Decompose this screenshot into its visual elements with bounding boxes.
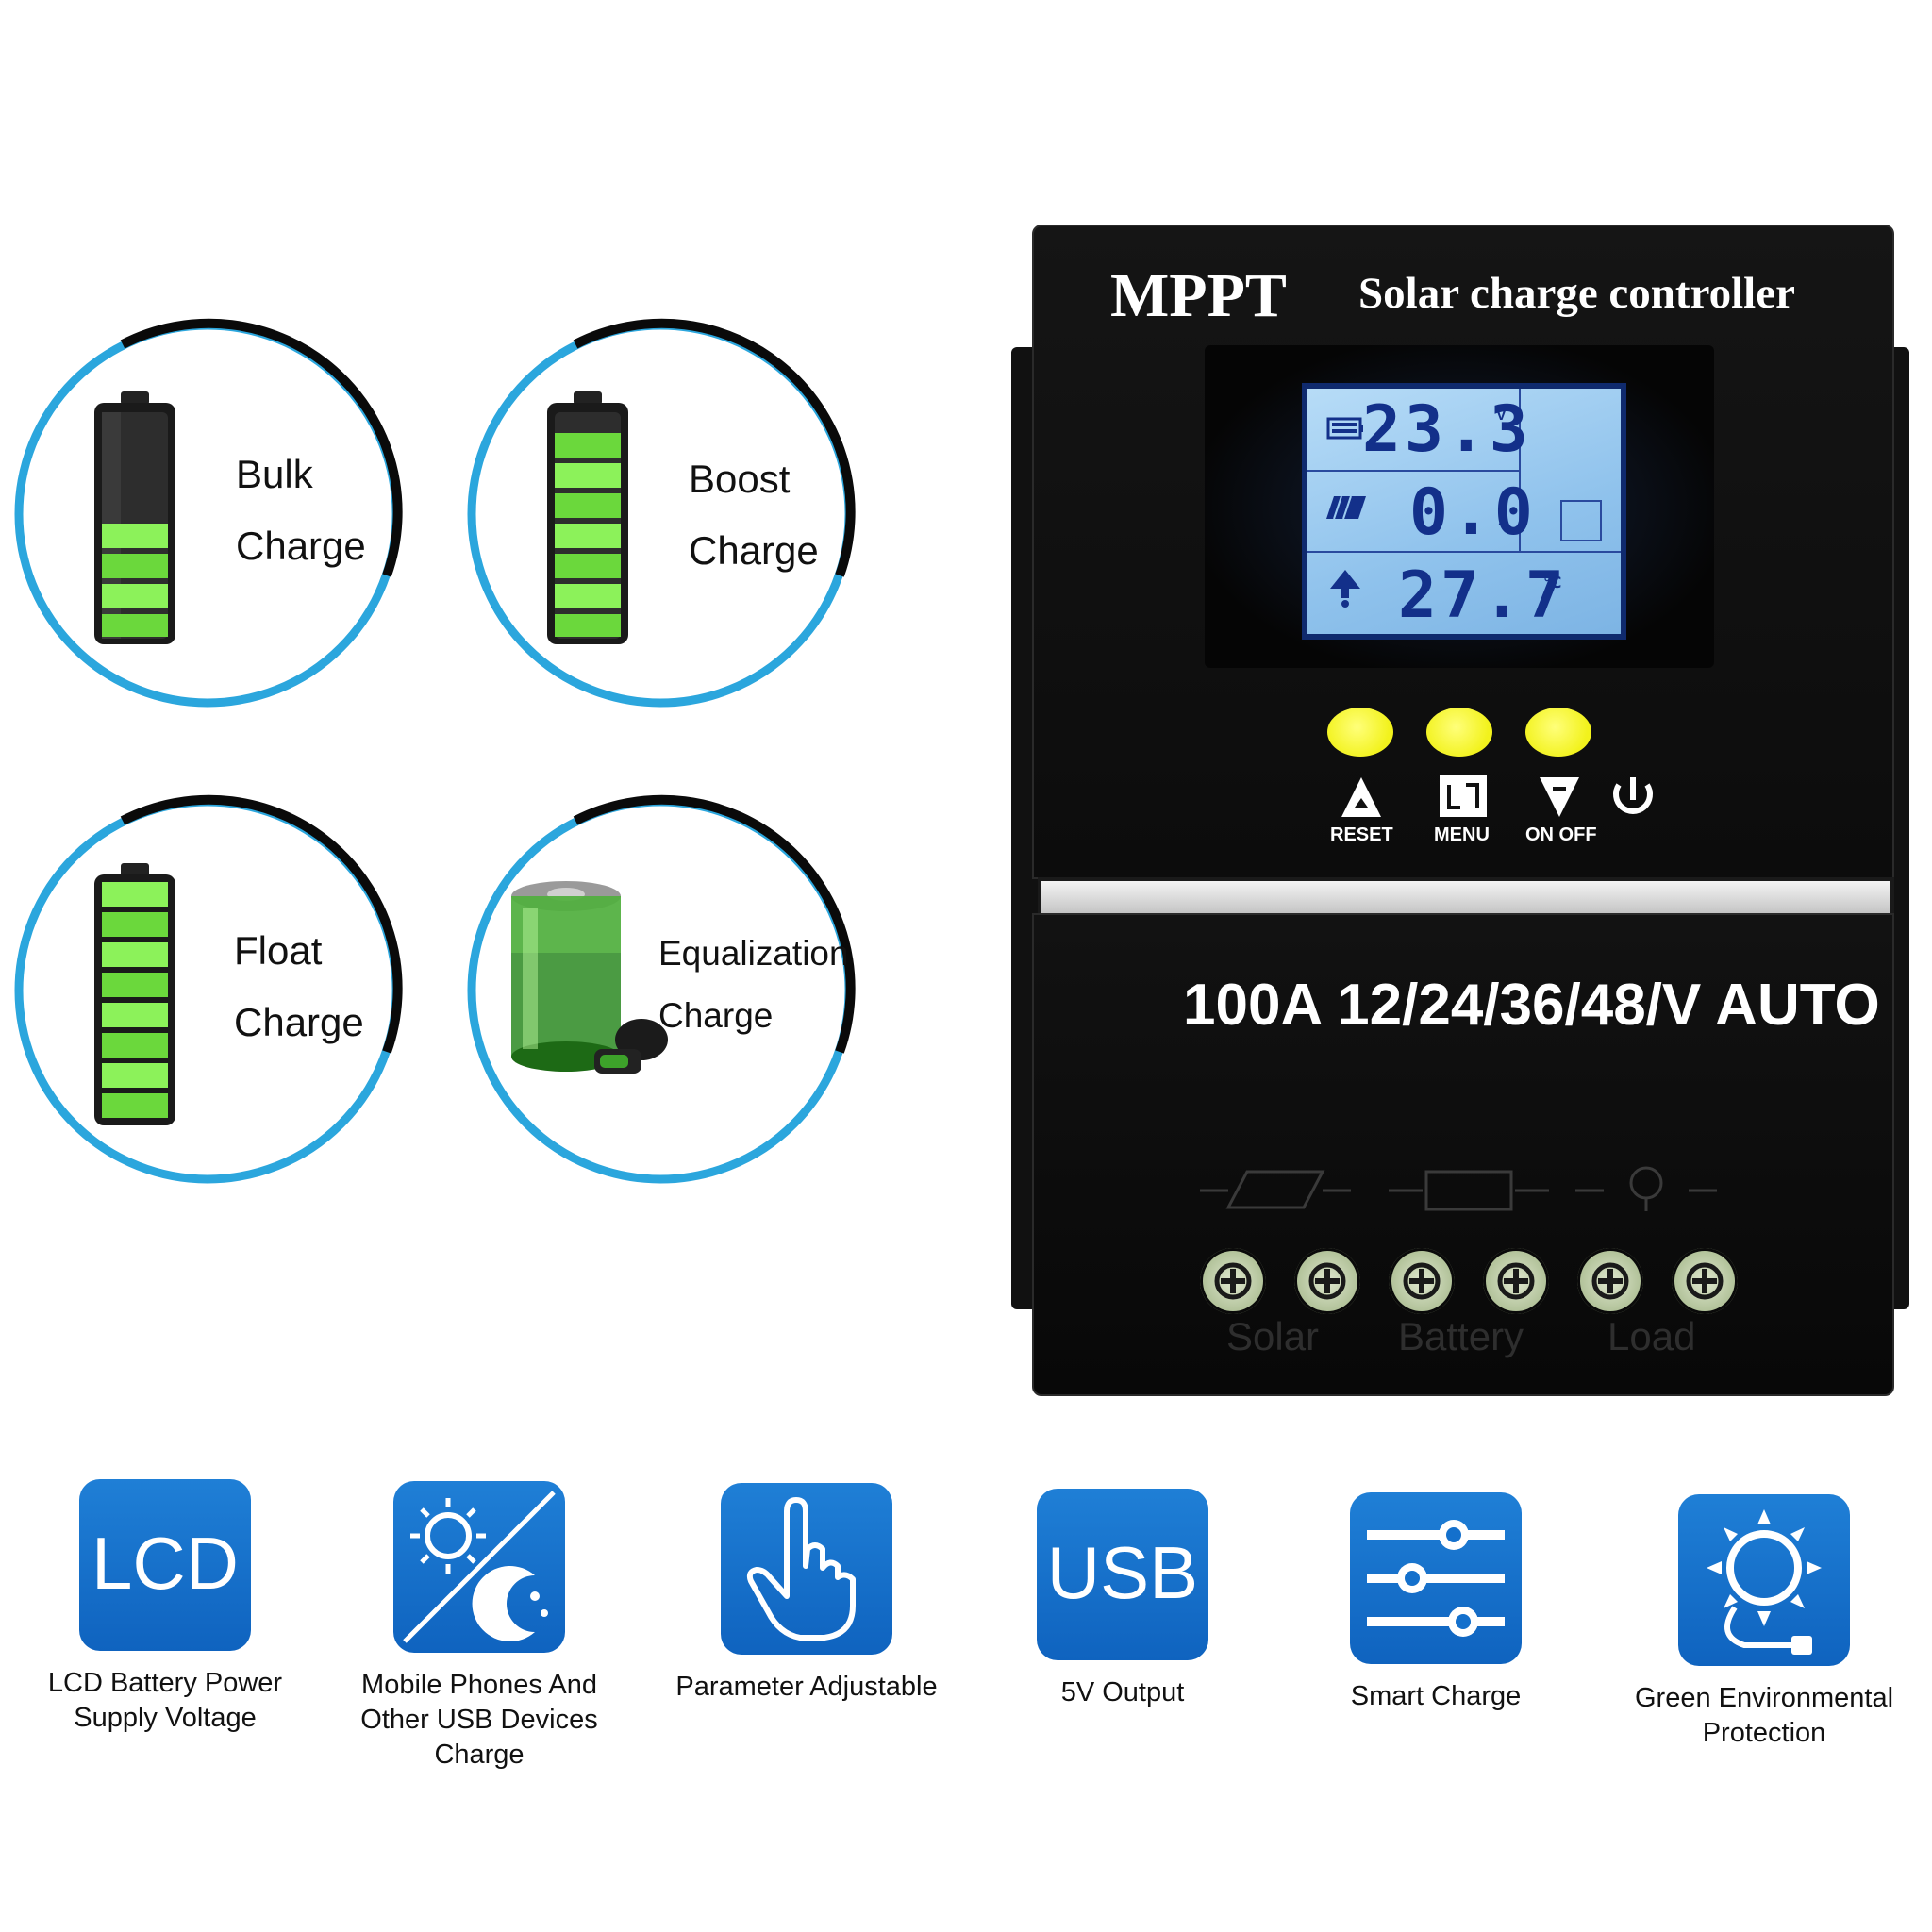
eco-sun-icon [1678, 1494, 1850, 1666]
reset-button[interactable] [1327, 708, 1393, 757]
arrow-down-icon [1540, 777, 1579, 817]
lcd-status-box [1560, 500, 1602, 541]
voltage-unit: V [1496, 408, 1507, 424]
battery-negative-terminal[interactable] [1483, 1248, 1549, 1314]
equalization-charge-mode: Equalization Charge [462, 792, 858, 1189]
load-label: Load [1607, 1314, 1696, 1358]
mode-label: Equalization Charge [658, 934, 849, 1035]
feature-caption: Green Environmental Protection [1634, 1683, 1894, 1748]
arrow-up-icon [1341, 777, 1381, 817]
brand-name: MPPT [1110, 261, 1287, 330]
model-spec: 100A 12/24/36/48/V AUTO [1183, 973, 1880, 1038]
hand-pointer-icon [721, 1483, 892, 1655]
load-terminal-symbol [1575, 1166, 1717, 1211]
feature-lcd: LCD LCD Battery Power Supply Voltage [24, 1479, 307, 1736]
current-unit: A [1498, 513, 1509, 529]
mode-label: Boost Charge [689, 457, 819, 573]
solar-label: Solar [1226, 1314, 1320, 1358]
lcd-icon: LCD [79, 1479, 251, 1651]
load-positive-terminal[interactable] [1577, 1248, 1643, 1314]
mode-label: Float Charge [234, 928, 364, 1044]
load-lamp-icon [1330, 570, 1360, 608]
power-icon [1613, 777, 1653, 814]
menu-icon [1440, 775, 1487, 817]
on-off-label: ON OFF [1525, 824, 1597, 845]
menu-label: MENU [1434, 824, 1490, 845]
battery-positive-terminal[interactable] [1389, 1248, 1455, 1314]
battery-bulk-icon [94, 391, 175, 644]
feature-green-protection: Green Environmental Protection [1623, 1494, 1906, 1751]
temperature-readout: 27.7 [1398, 558, 1568, 633]
on-off-button[interactable] [1525, 708, 1591, 757]
feature-caption: LCD Battery Power Supply Voltage [47, 1668, 283, 1733]
solar-panel-icon [1326, 495, 1366, 520]
feature-caption: 5V Output [1060, 1677, 1185, 1707]
bulk-charge-mode: Bulk Charge [9, 316, 406, 712]
battery-status-icon [1326, 417, 1363, 440]
charge-controller: MPPT Solar charge controller 23.3 V 0.0 … [1011, 225, 1909, 1396]
brand-subtitle: Solar charge controller [1358, 269, 1795, 318]
voltage-readout: 23.3 [1362, 392, 1532, 467]
usb-icon: USB [1037, 1489, 1208, 1660]
battery-boost-icon [547, 391, 628, 644]
controller-bottom-panel [1032, 913, 1894, 1396]
boost-charge-mode: Boost Charge [462, 316, 858, 712]
feature-caption: Parameter Adjustable [675, 1672, 938, 1702]
feature-usb-output: USB 5V Output [981, 1489, 1264, 1710]
battery-float-icon [94, 863, 175, 1125]
solar-terminal-symbol [1200, 1170, 1351, 1209]
reset-label: RESET [1330, 824, 1393, 845]
mode-label: Bulk Charge [236, 452, 366, 568]
lcd-screen: 23.3 V 0.0 A 27.7 ℃ [1302, 383, 1626, 640]
feature-caption: Smart Charge [1350, 1681, 1522, 1711]
feature-usb-devices: Mobile Phones And Other USB Devices Char… [338, 1481, 621, 1773]
battery-label: Battery [1398, 1314, 1524, 1358]
solar-negative-terminal[interactable] [1294, 1248, 1360, 1314]
feature-caption: Mobile Phones And Other USB Devices Char… [360, 1670, 598, 1770]
menu-button[interactable] [1426, 708, 1492, 757]
feature-parameter: Parameter Adjustable [665, 1483, 948, 1705]
battery-equalization-icon [511, 881, 668, 1074]
temperature-unit: ℃ [1543, 575, 1562, 591]
sun-moon-icon [393, 1481, 565, 1653]
load-negative-terminal[interactable] [1672, 1248, 1738, 1314]
current-readout: 0.0 [1409, 475, 1537, 550]
solar-positive-terminal[interactable] [1200, 1248, 1266, 1314]
feature-smart-charge: Smart Charge [1294, 1492, 1577, 1714]
battery-terminal-symbol [1389, 1170, 1549, 1211]
float-charge-mode: Float Charge [9, 792, 406, 1189]
sliders-icon [1350, 1492, 1522, 1664]
